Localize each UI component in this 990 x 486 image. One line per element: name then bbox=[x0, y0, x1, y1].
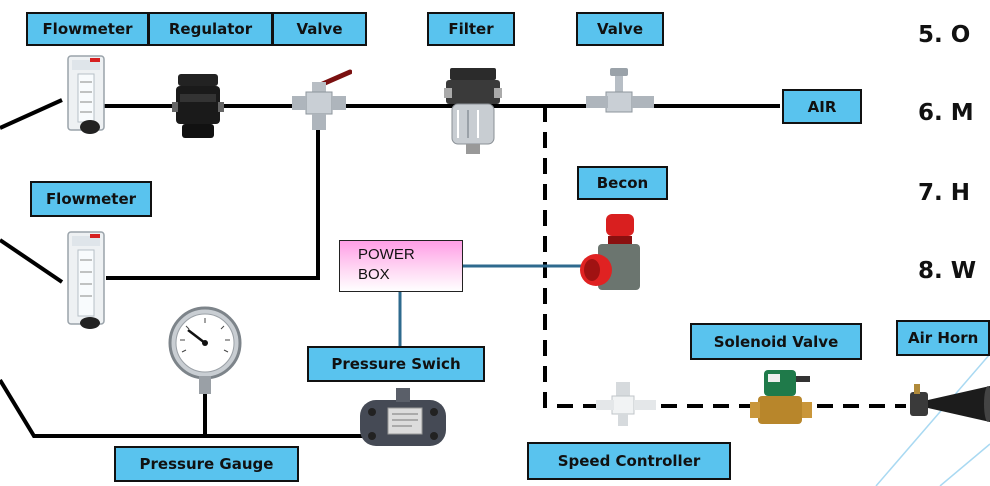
label-air-horn: Air Horn bbox=[896, 320, 990, 356]
side-list-item-8: 8. W bbox=[918, 258, 977, 284]
label-valve-top-right: Valve bbox=[576, 12, 664, 46]
label-pressure-gauge: Pressure Gauge bbox=[114, 446, 299, 482]
pipe-left-upper bbox=[0, 98, 63, 130]
power-box-line1: POWER bbox=[358, 246, 415, 263]
flowmeter-icon bbox=[67, 55, 105, 134]
filter-icon bbox=[444, 68, 502, 154]
label-solenoid-valve: Solenoid Valve bbox=[690, 323, 862, 360]
power-box: POWER BOX bbox=[339, 240, 463, 292]
side-list-item-7: 7. H bbox=[918, 180, 970, 206]
beacon-icon bbox=[580, 214, 640, 290]
power-box-line2: BOX bbox=[358, 266, 390, 283]
label-becon: Becon bbox=[577, 166, 668, 200]
solenoid-valve-icon bbox=[750, 370, 812, 424]
label-filter: Filter bbox=[427, 12, 515, 46]
valve-icon bbox=[586, 68, 654, 113]
label-regulator: Regulator bbox=[148, 12, 273, 46]
label-flowmeter-top: Flowmeter bbox=[26, 12, 149, 46]
air-horn-icon bbox=[910, 384, 990, 422]
pressure-switch-icon bbox=[360, 388, 446, 446]
speed-controller-icon bbox=[596, 382, 656, 426]
label-speed-controller: Speed Controller bbox=[527, 442, 731, 480]
pipe-left-lower bbox=[0, 378, 372, 438]
pipe-left-middle bbox=[0, 238, 64, 284]
label-flowmeter-mid: Flowmeter bbox=[30, 181, 152, 217]
decor-line-b bbox=[939, 443, 990, 486]
regulator-icon bbox=[172, 74, 224, 138]
label-air: AIR bbox=[782, 89, 862, 124]
pressure-gauge-icon bbox=[168, 306, 242, 394]
decor-line-a bbox=[875, 353, 990, 486]
pipe-valve-to-flowmeter bbox=[106, 106, 320, 280]
side-list-item-5: 5. O bbox=[918, 22, 971, 48]
side-list-item-6: 6. M bbox=[918, 100, 974, 126]
label-valve-top-left: Valve bbox=[272, 12, 367, 46]
flowmeter-icon bbox=[67, 231, 105, 329]
pipe-dashed-branch bbox=[543, 106, 906, 408]
valve-icon bbox=[292, 69, 352, 130]
label-pressure-swich: Pressure Swich bbox=[307, 346, 485, 382]
